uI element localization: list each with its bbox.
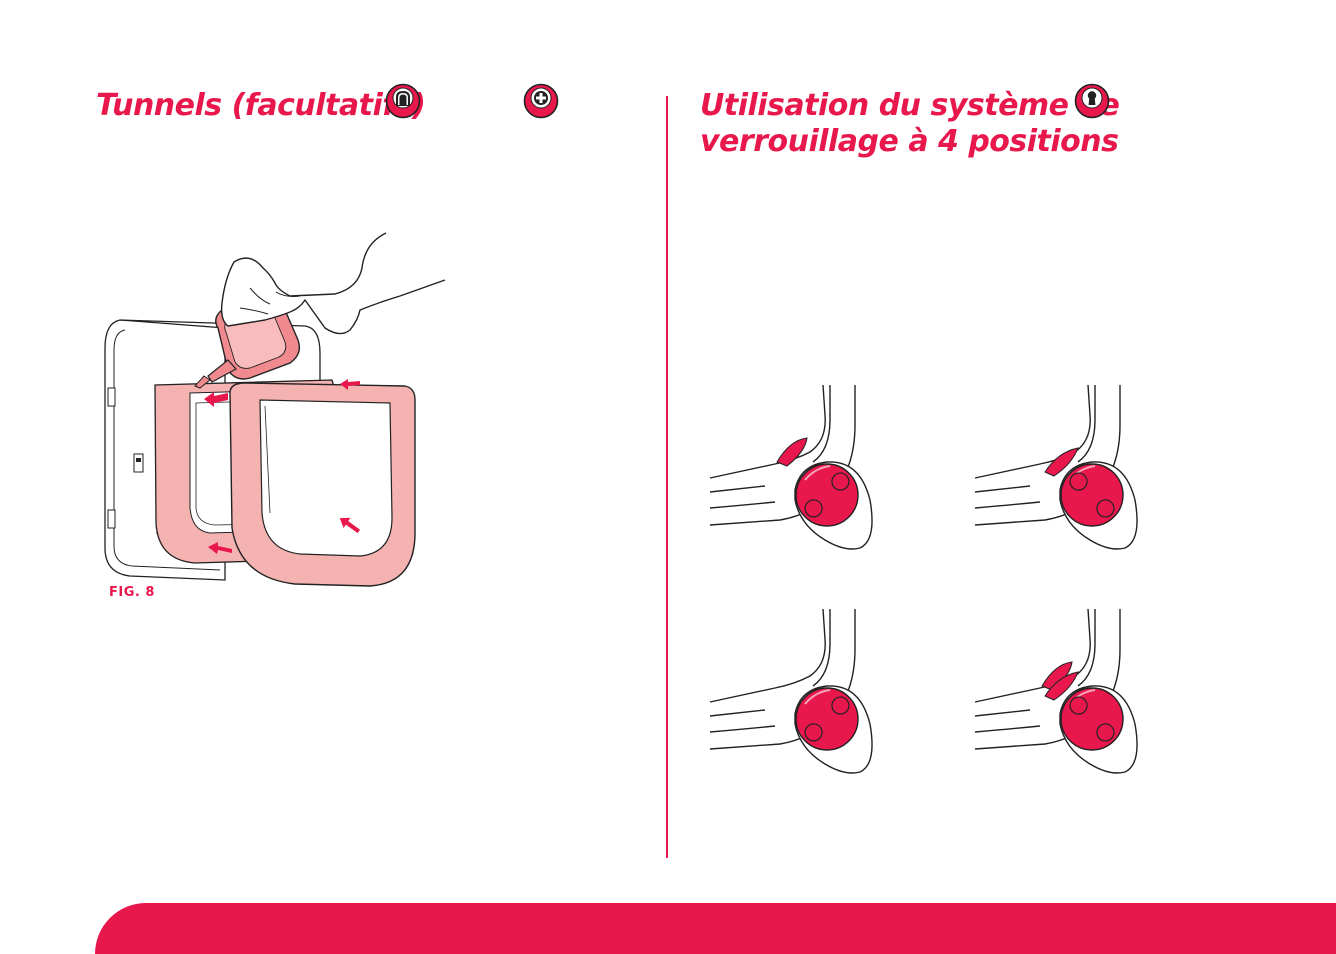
dial-grip bbox=[1096, 499, 1115, 518]
lock-dial bbox=[1060, 687, 1124, 751]
column-divider bbox=[666, 96, 668, 858]
frame-line bbox=[1077, 609, 1096, 687]
frame-line bbox=[974, 608, 1091, 703]
lock-tab-lower bbox=[1044, 671, 1079, 701]
dial-grip bbox=[831, 696, 850, 715]
title-line-1: Utilisation du système de bbox=[700, 88, 1120, 123]
frame-line bbox=[974, 384, 1091, 479]
dial-grip bbox=[804, 499, 823, 518]
title-tunnels: Tunnels (facultatifs) bbox=[96, 88, 426, 123]
title-locking-system: Utilisation du système de verrouillage à… bbox=[700, 88, 1120, 160]
tunnel-icon bbox=[385, 83, 421, 119]
frame-line bbox=[974, 709, 1031, 717]
dial-grip bbox=[1069, 472, 1088, 491]
dial-grip bbox=[804, 723, 823, 742]
lock-dial bbox=[795, 687, 859, 751]
fig-8-illustration bbox=[104, 232, 446, 587]
lock-position-4 bbox=[974, 608, 1138, 774]
keyhole-icon bbox=[1074, 83, 1110, 119]
frame-line bbox=[974, 501, 1041, 509]
footer-bar bbox=[95, 903, 1336, 954]
frame-line bbox=[709, 608, 826, 703]
lock-tab-lower bbox=[1044, 447, 1079, 477]
frame-line bbox=[1077, 385, 1096, 463]
frame-line bbox=[709, 725, 776, 733]
lock-position-3 bbox=[709, 608, 873, 774]
frame-line bbox=[974, 725, 1041, 733]
dial-grip bbox=[1096, 723, 1115, 742]
dial-grip bbox=[1069, 696, 1088, 715]
dial-highlight bbox=[804, 689, 831, 705]
frame-line bbox=[812, 385, 831, 463]
frame-line bbox=[709, 384, 826, 479]
lock-tab-upper bbox=[776, 437, 808, 467]
lock-position-2 bbox=[974, 384, 1138, 550]
frame-line bbox=[974, 485, 1031, 493]
plus-icon bbox=[523, 83, 559, 119]
frame-line bbox=[709, 709, 766, 717]
title-line-2: verrouillage à 4 positions bbox=[700, 124, 1119, 159]
lock-position-1 bbox=[709, 384, 873, 550]
frame-line bbox=[709, 501, 776, 509]
lock-dial bbox=[1060, 463, 1124, 527]
figure-label: FIG. 8 bbox=[109, 585, 155, 600]
frame-line bbox=[709, 485, 766, 493]
dial-highlight bbox=[804, 465, 831, 481]
lock-dial bbox=[795, 463, 859, 527]
dial-grip bbox=[831, 472, 850, 491]
frame-line bbox=[812, 609, 831, 687]
